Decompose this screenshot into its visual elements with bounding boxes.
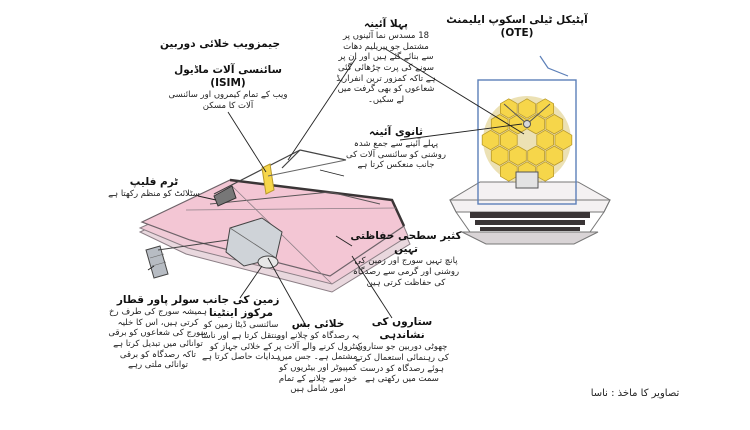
label-antenna: زمین کی جانب مرکوز اینٹینا سائنسی ڈیٹا ز… bbox=[200, 294, 282, 363]
label-sunshield: کثیر سطحی حفاظتی تہیں پانچ تہیں سورج اور… bbox=[350, 230, 462, 288]
trim-flap bbox=[213, 185, 237, 207]
label-trim-flap: ٹرم فلیپ سٹلائٹ کو منظم رکھتا ہے bbox=[108, 176, 200, 200]
label-ote: آپٹیکل ٹیلی اسکوپ ایلیمنٹ (OTE) bbox=[446, 14, 588, 40]
left-telescope bbox=[138, 149, 411, 293]
mirror-segment bbox=[545, 145, 564, 166]
label-primary-mirror: پہلا آئینہ 18 مسدس نما آئینوں پر مشتمل ج… bbox=[336, 18, 436, 105]
mirror-segment bbox=[518, 98, 536, 119]
solar-array bbox=[145, 245, 169, 279]
antenna-dish bbox=[257, 255, 279, 269]
title-text: جیمزویب خلائی دوربین bbox=[159, 38, 281, 50]
mirror-segment bbox=[490, 114, 509, 135]
page-title: جیمزویب خلائی دوربین bbox=[150, 38, 290, 51]
mirror-segment bbox=[481, 129, 500, 151]
primary-mirror-side bbox=[261, 163, 275, 195]
ote-frame bbox=[477, 79, 577, 205]
mirror-segment bbox=[490, 145, 509, 166]
mirror-segment bbox=[536, 129, 554, 151]
mirror-segment bbox=[499, 129, 518, 151]
mirror-segment bbox=[545, 114, 564, 135]
label-secondary-mirror: ثانوی آئینہ پہلے آئینے سے جمع شدہ روشنی … bbox=[346, 126, 446, 171]
label-isim: سائنسی آلات ماڈیول (ISIM) ویب کے تمام کی… bbox=[168, 64, 288, 111]
credit: تصاویر کا ماخذ : ناسا bbox=[590, 388, 680, 399]
mirror-segment bbox=[509, 145, 527, 166]
label-star-tracker: ستاروں کی نشاندہی چھوٹی دوربین جو ستاروں… bbox=[355, 316, 449, 385]
mirror-segment bbox=[527, 145, 545, 166]
right-ote bbox=[449, 79, 611, 245]
label-spacecraft-bus: خلائی بس یہ رصدگاہ کو چلانے اور کنٹرول ک… bbox=[274, 318, 362, 395]
sunshield-edge bbox=[229, 178, 406, 227]
primary-mirror-segments bbox=[481, 98, 573, 182]
mirror-segment bbox=[554, 129, 573, 151]
secondary-mirror bbox=[523, 120, 531, 128]
leader-lines bbox=[147, 47, 525, 327]
label-solar-array: سولر پاور قطار ہمیشہ سورج کی طرف رخ کرتی… bbox=[108, 294, 208, 371]
ote-pointer bbox=[539, 55, 569, 77]
sunshield-edge-far bbox=[209, 191, 381, 205]
